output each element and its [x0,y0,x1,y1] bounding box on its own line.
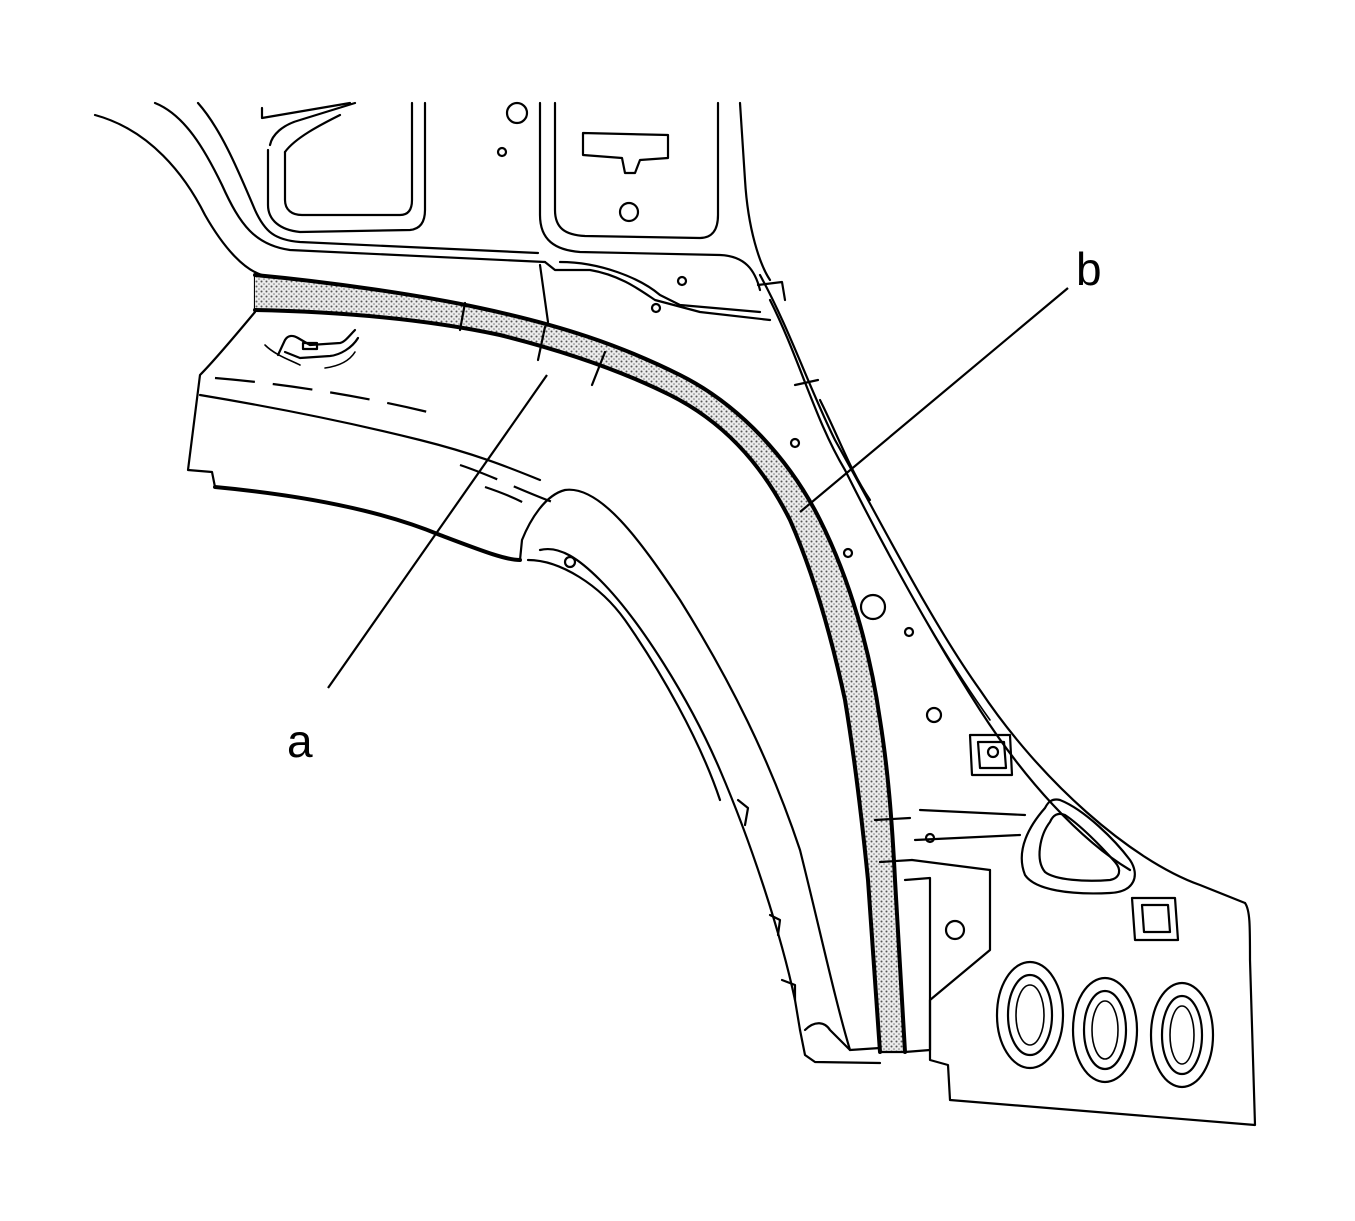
wheelhouse-inner-panel [186,273,882,1065]
callout-label-a: a [287,715,313,767]
leader-line-b [799,287,1069,513]
rear-pillar-edges [756,273,1247,905]
leader-line-a [327,374,548,689]
upper-flange-outline [538,260,772,324]
upper-body-outline [93,101,772,292]
lower-quarter-panel [789,437,1257,1127]
seam-sealer-band [253,273,932,1054]
callout-label-b: b [1076,243,1102,295]
